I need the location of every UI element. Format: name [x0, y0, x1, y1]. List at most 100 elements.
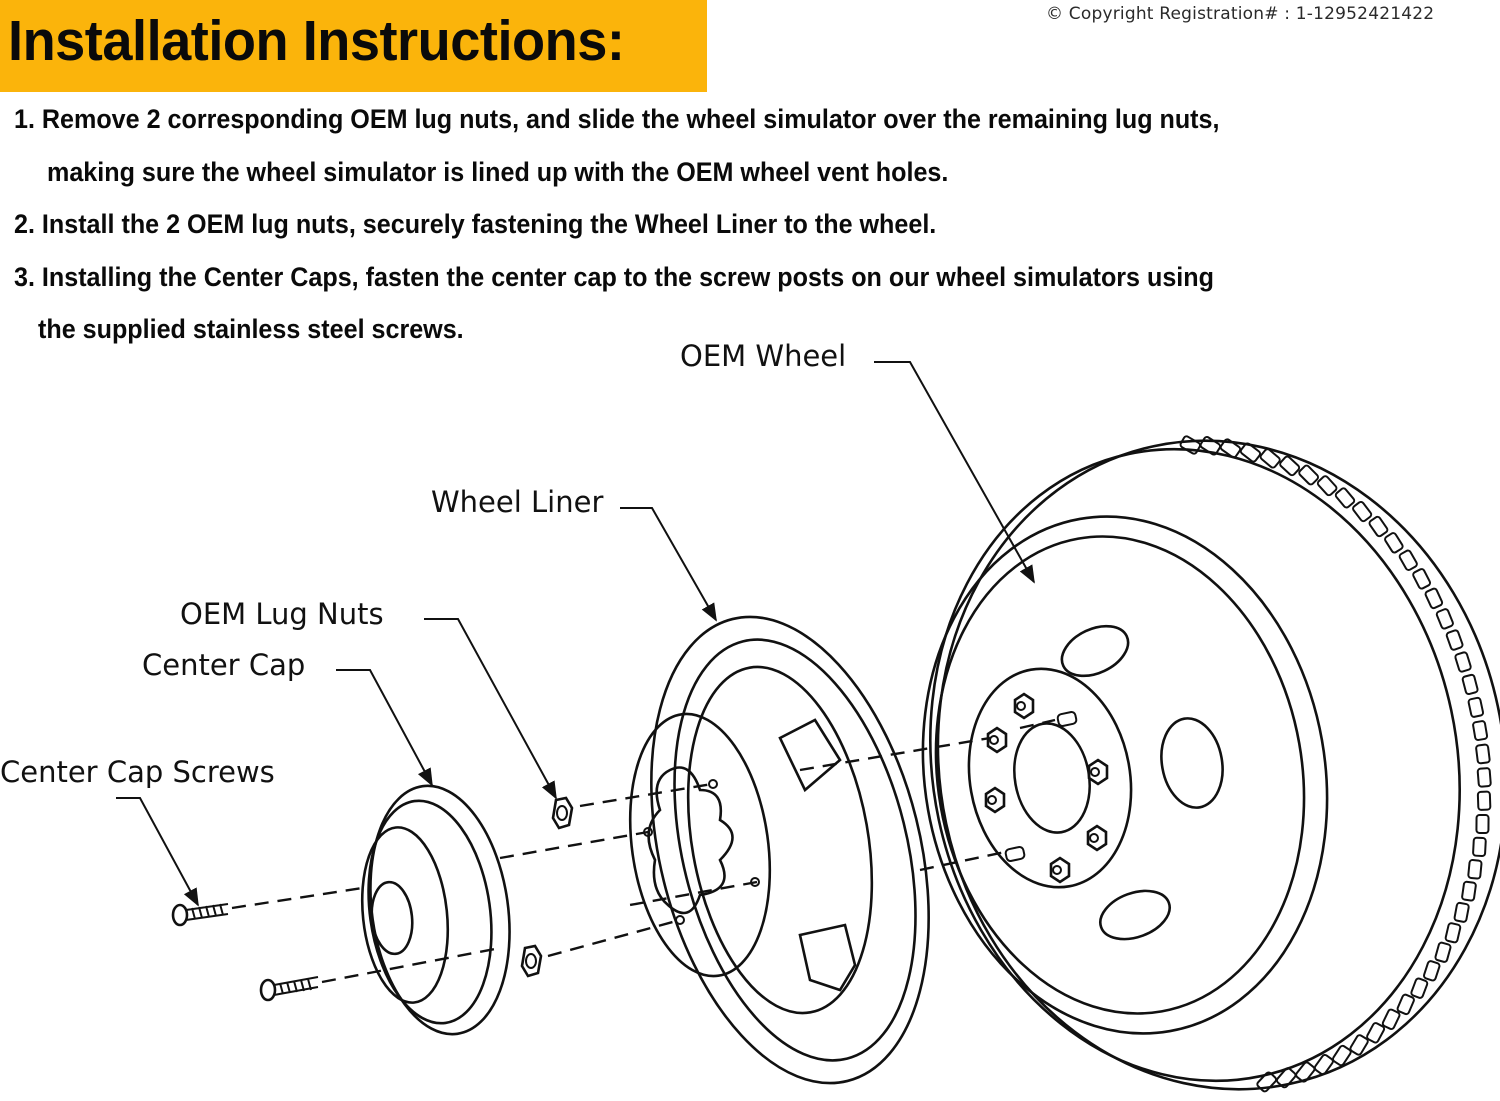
- tread-block: [1410, 977, 1429, 999]
- copyright-notice: © Copyright Registration# : 1-1295242142…: [1046, 4, 1435, 24]
- tread-block: [1381, 1008, 1401, 1030]
- tread-block: [1279, 455, 1301, 477]
- tread-block: [1472, 836, 1487, 858]
- tread-block: [1461, 880, 1477, 902]
- wheel-lug-nut: [1086, 824, 1108, 852]
- screw-thread: [185, 903, 229, 921]
- tread-block: [1444, 922, 1462, 944]
- wheel-stud: [1089, 833, 1099, 843]
- tread-block: [1199, 436, 1222, 456]
- label-center-cap-screws: Center Cap Screws: [0, 755, 275, 789]
- tread-block: [1475, 743, 1491, 765]
- tread-block: [1434, 941, 1452, 963]
- instruction-1-line-2: making sure the wheel simulator is lined…: [47, 157, 949, 187]
- wheel-lug-nut: [1049, 856, 1071, 884]
- loose-lug-nut: [520, 944, 543, 978]
- liner-bolt-hole: [708, 779, 718, 789]
- tread-block: [1332, 1044, 1352, 1067]
- wheel-lug-nut: [986, 726, 1008, 754]
- leader-oem-wheel: [874, 361, 1035, 584]
- tread-block: [1366, 1022, 1386, 1044]
- wheel-rim-outer: [921, 515, 1329, 1035]
- liner-inner-flange: [673, 638, 917, 1062]
- tread-block: [1398, 549, 1418, 571]
- title-banner: Installation Instructions:: [0, 0, 707, 92]
- assembly-guide-lines: [231, 718, 1056, 984]
- instruction-1-line-1: 1. Remove 2 corresponding OEM lug nuts, …: [14, 104, 1220, 134]
- tread-block: [1316, 475, 1338, 497]
- center-cap-screw: [171, 903, 229, 927]
- tread-block: [1334, 487, 1356, 509]
- tread-block: [1295, 1061, 1316, 1083]
- tread-block: [1179, 435, 1201, 455]
- tread-block: [1313, 1053, 1334, 1076]
- installed-lug-nuts: [984, 692, 1109, 884]
- cap-dome: [360, 826, 450, 1004]
- wheel-lug-nut: [1013, 692, 1035, 720]
- wheel-lug-nut: [1087, 758, 1109, 786]
- tread-block: [1467, 696, 1485, 718]
- screw-head: [259, 978, 277, 1002]
- instruction-2: 2. Install the 2 OEM lug nuts, securely …: [14, 209, 937, 239]
- center-cap: [360, 784, 511, 1036]
- liner-cutout: [647, 766, 734, 915]
- hub-plate: [967, 667, 1133, 889]
- vent-hole-top: [1060, 624, 1130, 678]
- tread-block: [1453, 901, 1470, 923]
- leader-wheel-liner: [620, 507, 717, 622]
- cap-center: [370, 880, 414, 956]
- tread-block: [1445, 629, 1464, 651]
- leader-center-cap-screws: [116, 797, 199, 907]
- tread-block: [1475, 813, 1490, 835]
- label-wheel-liner: Wheel Liner: [431, 485, 603, 519]
- vent-hole-bottom: [1099, 889, 1171, 941]
- tread-block: [1476, 767, 1492, 788]
- tread-block: [1259, 448, 1281, 469]
- tread-block: [1384, 532, 1404, 554]
- vent-hole-right: [1160, 717, 1224, 809]
- tread-block: [1239, 442, 1262, 463]
- tire-tread-line: [929, 447, 1461, 1083]
- cap-flange-inner: [367, 799, 493, 1025]
- instruction-3-line-2: the supplied stainless steel screws.: [38, 314, 464, 344]
- liner-outer-flange: [650, 615, 930, 1085]
- liner-bolt-hole: [675, 915, 685, 925]
- wheel-stud: [1090, 767, 1100, 777]
- tread-block: [1349, 1034, 1369, 1056]
- screw-post-top: [1056, 711, 1078, 727]
- wheel-stud: [1016, 701, 1026, 711]
- tread-block: [1454, 651, 1472, 673]
- tread-block: [1219, 438, 1242, 459]
- tread-block: [1472, 720, 1489, 741]
- tread-block: [1396, 993, 1415, 1016]
- page-title: Installation Instructions:: [8, 9, 625, 73]
- tread-block: [1476, 790, 1492, 811]
- leader-center-cap: [336, 669, 433, 787]
- liner-tab-bottom: [798, 923, 857, 992]
- tread-block: [1435, 608, 1454, 630]
- tread-block: [1424, 587, 1444, 610]
- wheel-stud: [1052, 865, 1062, 875]
- hub-bore: [1013, 722, 1091, 834]
- tread-block: [1276, 1067, 1297, 1089]
- tire-tread-blocks: [1179, 435, 1492, 1093]
- screw-thread: [273, 976, 319, 996]
- oem-wheel: [921, 435, 1500, 1093]
- instruction-3-line-1: 3. Installing the Center Caps, fasten th…: [14, 262, 1214, 292]
- tread-block: [1412, 568, 1432, 590]
- tread-block: [1461, 673, 1479, 696]
- liner-bowl: [686, 665, 874, 1015]
- wheel-rim-inner: [934, 535, 1306, 1015]
- label-oem-lug-nuts: OEM Lug Nuts: [180, 597, 384, 631]
- tread-block: [1352, 500, 1373, 523]
- cap-flange: [369, 784, 511, 1036]
- tread-block: [1467, 859, 1483, 880]
- liner-tab-top: [778, 718, 842, 793]
- tread-block: [1298, 464, 1320, 486]
- liner-face: [628, 712, 772, 978]
- wheel-stud: [989, 735, 999, 745]
- center-cap-screw: [259, 976, 319, 1002]
- loose-lug-nut: [551, 796, 574, 830]
- wheel-lug-nut: [984, 786, 1006, 814]
